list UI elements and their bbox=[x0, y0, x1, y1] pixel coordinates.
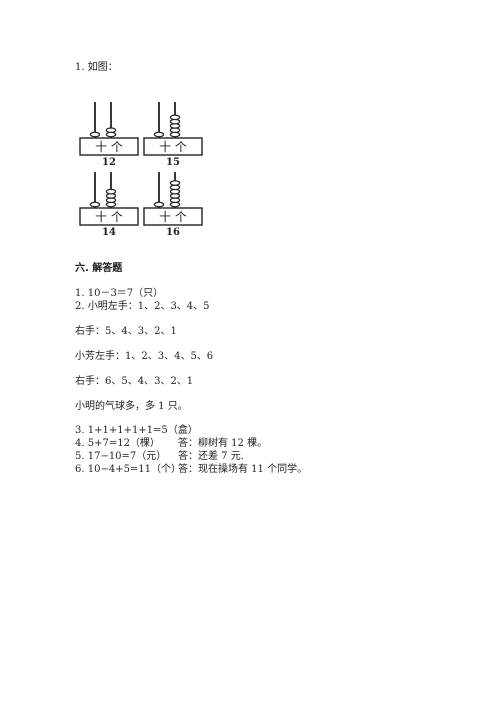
abacus-drawing: 十 个 bbox=[79, 172, 139, 226]
tens-beads bbox=[153, 131, 165, 138]
abacus-number: 12 bbox=[102, 157, 116, 168]
tens-bead bbox=[89, 201, 101, 208]
tens-bead bbox=[89, 131, 101, 138]
tens-bead bbox=[153, 131, 165, 138]
abacus-drawing: 十 个 bbox=[79, 102, 139, 156]
abacus-12: 十 个 12 bbox=[79, 100, 139, 170]
abacus-15: 十 个 15 bbox=[143, 100, 203, 170]
place-labels: 十 个 bbox=[159, 210, 187, 224]
ones-beads bbox=[105, 127, 117, 138]
abacus-16: 十 个 16 bbox=[143, 170, 203, 240]
answer-1: 1. 10－3＝7（只） bbox=[75, 288, 164, 299]
question-1-label: 1. 如图： bbox=[75, 62, 118, 73]
tens-beads bbox=[153, 201, 165, 208]
tens-bead bbox=[153, 201, 165, 208]
answer-6-reply: 答：现在操场有 11 个同学。 bbox=[178, 464, 308, 475]
answer-2-xiaofang-right: 右手：6、5、4、3、2、1 bbox=[75, 376, 194, 387]
answer-2-conclusion: 小明的气球多，多 1 只。 bbox=[75, 401, 188, 412]
abacus-number: 15 bbox=[166, 157, 180, 168]
abacus-number: 14 bbox=[102, 227, 116, 238]
tens-beads bbox=[89, 201, 101, 208]
ones-bead bbox=[105, 127, 117, 134]
answer-4: 4. 5+7=12（棵） bbox=[75, 438, 160, 449]
place-labels: 十 个 bbox=[95, 140, 123, 154]
abacus-14: 十 个 14 bbox=[79, 170, 139, 240]
place-labels: 十 个 bbox=[159, 140, 187, 154]
abacus-number: 16 bbox=[166, 227, 180, 238]
answer-6: 6. 10−4+5=11（个） bbox=[75, 464, 182, 475]
section-title: 六. 解答题 bbox=[75, 263, 123, 274]
answer-2: 2. 小明左手：1、2、3、4、5 bbox=[75, 301, 210, 312]
answer-2-xiaofang: 小芳左手：1、2、3、4、5、6 bbox=[75, 351, 214, 362]
answer-4-reply: 答：柳树有 12 棵。 bbox=[178, 438, 268, 449]
ones-bead bbox=[169, 180, 181, 186]
ones-beads bbox=[169, 114, 181, 138]
ones-bead bbox=[169, 114, 181, 121]
abacus-drawing: 十 个 bbox=[143, 172, 203, 226]
answer-5-reply: 答：还差 7 元. bbox=[178, 451, 244, 462]
ones-beads bbox=[169, 180, 181, 208]
answer-2-right: 右手：5、4、3、2、1 bbox=[75, 326, 177, 337]
tens-beads bbox=[89, 131, 101, 138]
ones-beads bbox=[105, 188, 117, 208]
answer-3: 3. 1+1+1+1+1=5（盒） bbox=[75, 425, 198, 436]
ones-bead bbox=[105, 188, 117, 195]
answer-5: 5. 17−10=7（元） bbox=[75, 451, 167, 462]
abacus-drawing: 十 个 bbox=[143, 102, 203, 156]
place-labels: 十 个 bbox=[95, 210, 123, 224]
